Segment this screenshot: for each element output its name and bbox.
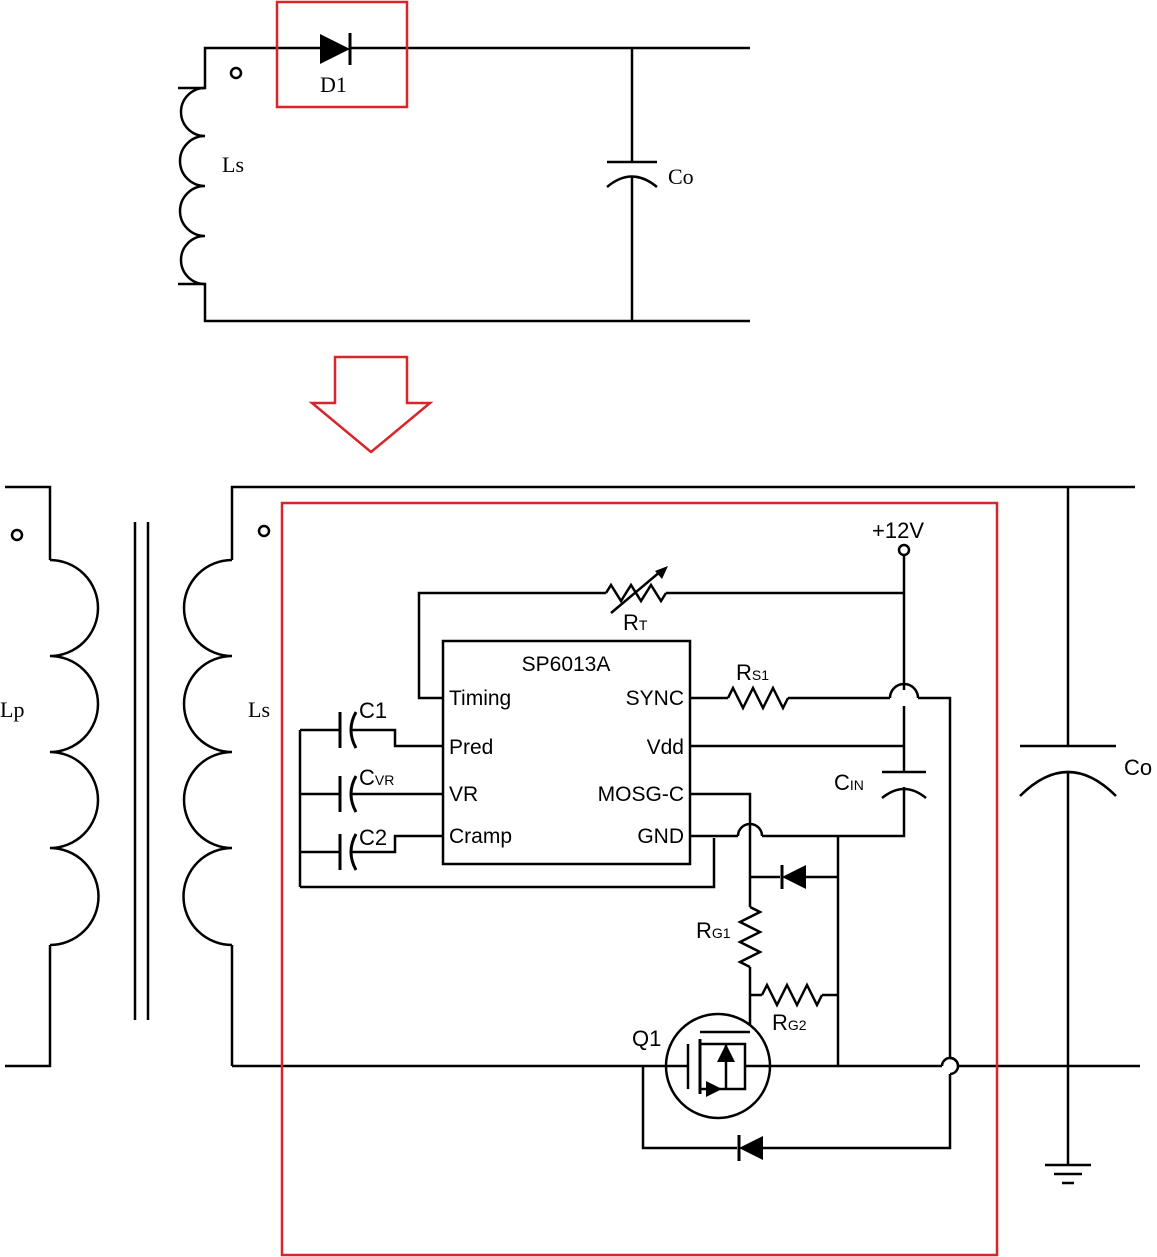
sync-rectifier-highlight-box — [280, 501, 999, 1257]
top-secondary-label: Ls — [222, 152, 244, 177]
cin-wire-gnd — [762, 787, 906, 838]
ic-pin-vr: VR — [449, 783, 478, 806]
top-secondary-coil — [178, 86, 206, 286]
cin-label: CIN — [834, 770, 864, 795]
body-diode-wire-right — [763, 1074, 952, 1150]
c1-wire-right — [350, 728, 443, 748]
rg2-label: RG2 — [772, 1010, 807, 1035]
ic-pin-mosg-c: MOSG-C — [598, 783, 684, 806]
body-diode-wire-left — [641, 1066, 737, 1150]
sync-rail-right — [918, 696, 952, 1058]
ic-pin-sync: SYNC — [626, 687, 684, 710]
rg1-label: RG1 — [696, 918, 731, 943]
top-polarity-dot — [229, 66, 243, 80]
sync-crossover — [888, 682, 920, 699]
c2-label: C2 — [359, 825, 387, 850]
rt-variable-arrow — [610, 570, 662, 614]
primary-polarity-dot — [10, 528, 24, 542]
q1-internal-diode-icon — [717, 1044, 735, 1062]
top-diode-label: D1 — [320, 72, 347, 97]
co-label: Co — [1124, 755, 1152, 780]
supply-label: +12V — [872, 518, 924, 543]
secondary-label: Ls — [248, 697, 270, 722]
c2-wire-right — [350, 834, 443, 854]
body-diode-icon — [739, 1136, 763, 1160]
q1-arrow-icon — [706, 1081, 722, 1097]
secondary-coil — [182, 558, 233, 947]
top-circuit: Ls D1 Co — [178, 0, 750, 323]
cvr-label: CVR — [359, 765, 394, 790]
top-cap-label: Co — [668, 164, 694, 189]
rs1-label: RS1 — [736, 660, 769, 685]
rt-label: RT — [623, 610, 648, 635]
ic-pin-pred: Pred — [449, 736, 493, 759]
rt-wire-left — [417, 591, 606, 700]
gate-wire — [690, 792, 752, 907]
ic-sp6013a — [441, 639, 692, 866]
ic-name: SP6013A — [522, 653, 611, 676]
secondary-polarity-dot — [257, 524, 271, 538]
primary-wire-top — [5, 485, 52, 560]
primary-wire-bottom — [5, 945, 52, 1068]
cap-bus-bottom — [300, 838, 716, 889]
ic-pin-cramp: Cramp — [449, 825, 512, 848]
top-diode-d1-icon — [320, 34, 350, 64]
ic-pin-timing: Timing — [449, 687, 511, 710]
transform-arrow-icon — [308, 355, 434, 454]
output-rail-top — [230, 485, 1135, 560]
ic-pin-gnd: GND — [637, 825, 684, 848]
primary-label: Lp — [0, 697, 24, 722]
gate-diode-icon — [782, 865, 806, 889]
primary-coil — [49, 558, 100, 947]
top-wire-upper-left — [178, 46, 320, 90]
c1-label: C1 — [359, 698, 387, 723]
rs1-resistor — [726, 685, 790, 711]
top-wire-lower — [178, 282, 750, 323]
top-highlight-box — [275, 0, 409, 109]
bottom-circuit: Lp Ls Co +12V — [0, 485, 1152, 1257]
rg1-resistor — [737, 905, 763, 969]
rg2-resistor — [760, 982, 824, 1008]
supply-terminal — [897, 543, 911, 557]
rt-arrow-head-icon — [655, 566, 668, 579]
ic-pin-vdd: Vdd — [647, 736, 684, 759]
sync-rail-crossover — [949, 1056, 960, 1076]
q1-label: Q1 — [632, 1026, 661, 1051]
